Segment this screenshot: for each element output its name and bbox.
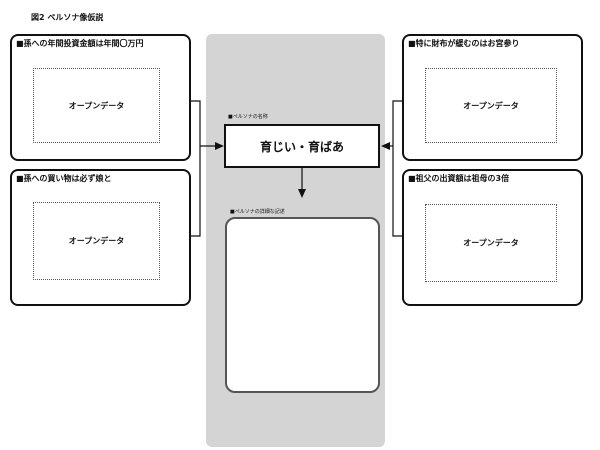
right-card-1: ■特に財布が緩むのはお宮参り オープンデータ (402, 34, 583, 161)
persona-detail-label: ■ペルソナの詳細な記述 (230, 209, 285, 215)
placeholder-label: オープンデータ (463, 101, 519, 110)
image-placeholder: オープンデータ (425, 68, 557, 143)
left-card-1: ■孫への年間投資金額は年間〇万円 オープンデータ (10, 34, 191, 161)
card-title: ■孫への買い物は必ず娘と (16, 174, 112, 183)
image-placeholder: オープンデータ (33, 202, 160, 280)
right-card-2: ■祖父の出資額は祖母の3倍 オープンデータ (402, 169, 583, 306)
placeholder-label: オープンデータ (463, 238, 519, 248)
persona-name-box: 育じい・育ばあ (224, 124, 380, 168)
left-arrowhead (215, 142, 224, 150)
placeholder-label: オープンデータ (68, 236, 125, 246)
left-connector (191, 100, 201, 237)
persona-detail-box (225, 217, 380, 393)
down-arrowhead (298, 189, 306, 198)
figure-title: 図2 ペルソナ像仮説 (31, 13, 104, 22)
right-arrowhead (381, 142, 390, 150)
card-title: ■特に財布が緩むのはお宮参り (408, 39, 520, 48)
card-title: ■祖父の出資額は祖母の3倍 (408, 174, 510, 183)
persona-name: 育じい・育ばあ (259, 139, 344, 154)
left-card-2: ■孫への買い物は必ず娘と オープンデータ (10, 169, 191, 306)
placeholder-label: オープンデータ (68, 101, 125, 110)
persona-name-label: ■ペルソナの名称 (228, 114, 268, 120)
image-placeholder: オープンデータ (33, 68, 160, 143)
right-connector (392, 100, 402, 237)
image-placeholder: オープンデータ (425, 204, 557, 282)
card-title: ■孫への年間投資金額は年間〇万円 (16, 39, 144, 48)
